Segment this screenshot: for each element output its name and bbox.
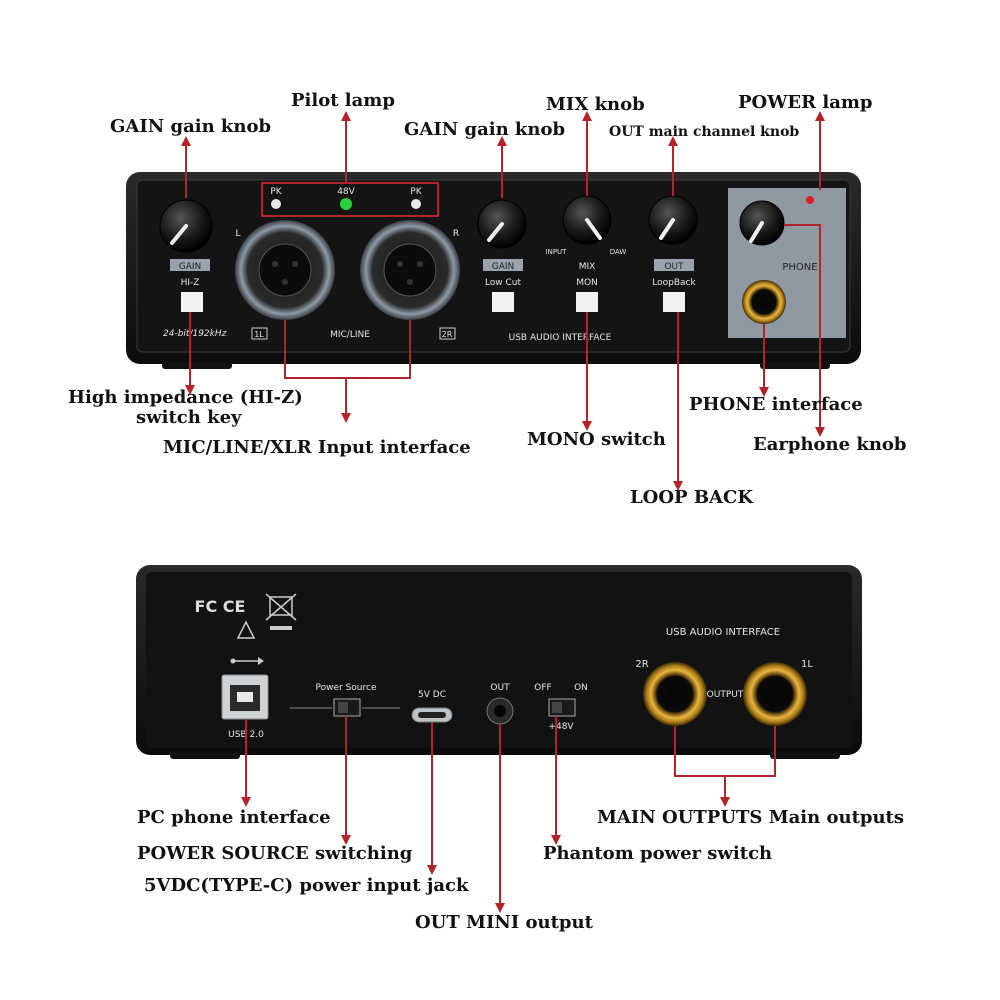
gain-knob-right[interactable] xyxy=(477,199,527,249)
pk-right-label: PK xyxy=(410,187,422,197)
gain-left-label: GAIN xyxy=(179,262,202,272)
out-knob[interactable] xyxy=(648,195,698,245)
callout-mix-knob: MIX knob xyxy=(546,94,645,115)
out-2r-label: 2R xyxy=(635,659,648,670)
callout-phantom-switch: Phantom power switch xyxy=(543,843,773,864)
callout-main-outputs: MAIN OUTPUTS Main outputs xyxy=(597,807,905,828)
daw-label: DAW xyxy=(610,248,627,256)
low-cut-button[interactable] xyxy=(492,292,514,312)
callout-mono-switch: MONO switch xyxy=(527,429,666,450)
foot xyxy=(770,752,840,759)
gain-right-plate xyxy=(483,259,523,271)
out-1l-label: 1L xyxy=(801,659,813,670)
gain-left-plate xyxy=(170,259,210,271)
mono-button[interactable] xyxy=(576,292,598,312)
rear-panel: FC CE USB AUDIO INTERFACE USB 2.0 Power … xyxy=(136,565,862,759)
off-label: OFF xyxy=(534,683,551,693)
foot xyxy=(170,752,240,759)
power-source-label: Power Source xyxy=(316,683,377,693)
low-cut-label: Low Cut xyxy=(485,278,522,288)
out-mini-label: OUT xyxy=(490,683,510,693)
callout-gain-right: GAIN gain knob xyxy=(404,119,566,140)
input-label: INPUT xyxy=(546,248,568,256)
l-mark: L xyxy=(235,229,240,239)
ch1-box xyxy=(251,327,268,340)
v48-label: 48V xyxy=(337,187,355,197)
pk-right-led xyxy=(411,199,421,209)
callout-pilot-lamp: Pilot lamp xyxy=(291,90,395,111)
usb-audio-label-front: USB AUDIO INTERFACE xyxy=(509,333,612,343)
phantom-switch[interactable] xyxy=(548,698,576,717)
callout-power-lamp: POWER lamp xyxy=(738,92,873,113)
phone-jack[interactable] xyxy=(742,280,786,324)
leader-arrows xyxy=(181,111,825,913)
xlr-combo-input-1[interactable] xyxy=(235,220,335,320)
weee-icon xyxy=(265,593,297,630)
out-plate xyxy=(654,259,694,271)
plus48-label: +48V xyxy=(548,722,574,732)
mix-label: MIX xyxy=(579,262,596,272)
foot xyxy=(162,362,232,369)
usb-audio-label-rear: USB AUDIO INTERFACE xyxy=(666,627,780,638)
r-mark: R xyxy=(453,229,459,239)
ch1-label: 1L xyxy=(254,330,264,339)
ch2-label: 2R xyxy=(442,330,453,339)
earphone-knob[interactable] xyxy=(739,200,785,246)
pk-left-label: PK xyxy=(270,187,282,197)
leader-lines xyxy=(185,118,821,906)
callout-mic-line-input: MIC/LINE/XLR Input interface xyxy=(163,437,471,458)
usb-symbol-icon xyxy=(230,657,264,665)
callout-out-knob: OUT main channel knob xyxy=(609,124,800,140)
foot xyxy=(760,362,830,369)
callout-pc-phone: PC phone interface xyxy=(137,807,331,828)
hiz-label: HI-Z xyxy=(181,278,200,288)
fc-ce-marks: FC CE xyxy=(195,597,246,616)
gain-knob-left[interactable] xyxy=(159,199,213,253)
out-label: OUT xyxy=(664,262,684,272)
callout-power-input: 5VDC(TYPE-C) power input jack xyxy=(144,875,469,896)
callout-hiz-line2: switch key xyxy=(136,407,242,428)
callout-out-mini: OUT MINI output xyxy=(415,912,593,933)
hiz-button[interactable] xyxy=(181,292,203,312)
mic-line-label: MIC/LINE xyxy=(330,330,370,340)
mix-knob[interactable] xyxy=(562,195,612,245)
out-mini-jack[interactable] xyxy=(486,697,514,725)
type-c-port[interactable] xyxy=(411,707,453,723)
callout-gain-left: GAIN gain knob xyxy=(110,116,272,137)
rcm-icon xyxy=(236,620,256,639)
callout-hiz-line1: High impedance (HI-Z) xyxy=(68,387,303,408)
on-label: ON xyxy=(574,683,588,693)
output-label: OUTPUT xyxy=(707,690,744,700)
callout-phone-interface: PHONE interface xyxy=(689,394,863,415)
phantom-led xyxy=(340,198,352,210)
power-source-switch[interactable] xyxy=(333,698,361,717)
loopback-label: LoopBack xyxy=(652,278,696,288)
front-panel: PK 48V PK GAIN L HI-Z R 24-bit/192kHz xyxy=(126,172,861,369)
bit-rate-label: 24-bit/192kHz xyxy=(163,329,227,339)
callout-earphone-knob: Earphone knob xyxy=(753,434,907,455)
phone-label: PHONE xyxy=(782,262,817,273)
loopback-button[interactable] xyxy=(663,292,685,312)
ch2-box xyxy=(439,327,456,340)
main-output-1l-jack[interactable] xyxy=(743,662,807,726)
power-led xyxy=(806,196,814,204)
main-output-2r-jack[interactable] xyxy=(643,662,707,726)
xlr-combo-input-2[interactable] xyxy=(360,220,460,320)
mon-label: MON xyxy=(576,278,598,288)
callout-power-source: POWER SOURCE switching xyxy=(137,843,413,864)
five-v-dc-label: 5V DC xyxy=(418,690,446,700)
usb-b-port[interactable] xyxy=(221,674,269,720)
callout-loop-back: LOOP BACK xyxy=(630,487,753,508)
gain-right-label: GAIN xyxy=(492,262,515,272)
pk-left-led xyxy=(271,199,281,209)
led-callout-box xyxy=(261,182,439,217)
